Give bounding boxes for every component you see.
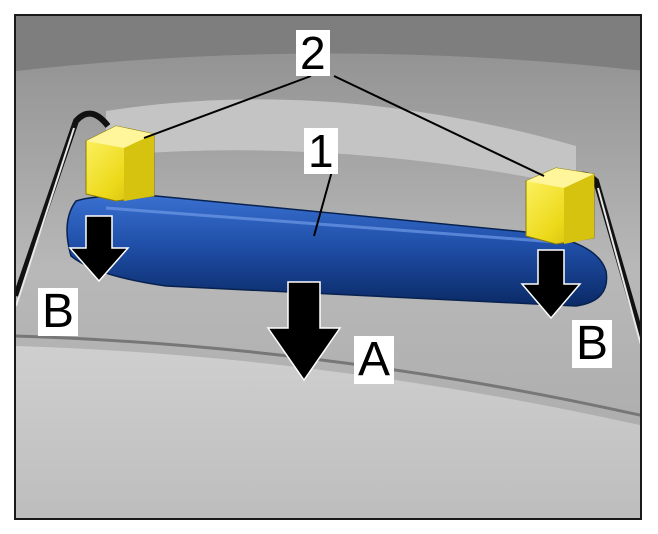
diagram-canvas [16,16,640,518]
leader-2-right [333,75,545,177]
bar-highlight [105,206,557,244]
panel-edge [16,334,640,417]
recess-light [106,99,576,186]
arrow-b-right [520,249,582,320]
left-trim-strip [16,110,111,297]
leader-lines [143,75,545,237]
arrow-a [266,281,342,382]
label-direction-a: A [354,336,395,384]
diagram-frame: 2 1 B A B [14,14,642,520]
label-direction-b-left: B [38,288,79,336]
leader-1 [313,170,333,237]
arrow-b-left [68,215,130,283]
clip-left [85,125,155,202]
left-trim-highlight [16,127,75,307]
label-direction-b-right: B [572,320,613,368]
leader-2-left [143,75,312,139]
right-trim-highlight [597,187,640,346]
lower-panel [16,346,640,518]
label-part-1: 1 [304,128,338,174]
label-part-2: 2 [296,30,330,76]
clip-right [525,167,595,245]
